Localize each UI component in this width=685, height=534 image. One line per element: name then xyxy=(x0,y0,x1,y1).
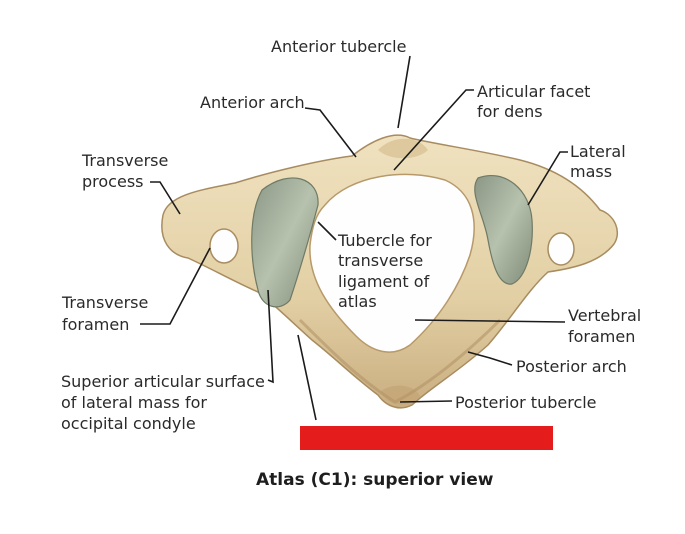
figure-caption: Atlas (C1): superior view xyxy=(256,470,494,490)
label-lateral-mass-line1: Lateral xyxy=(570,142,626,161)
label-posterior-tubercle: Posterior tubercle xyxy=(455,393,597,412)
label-superior-articular-line3: occipital condyle xyxy=(61,414,196,433)
label-articular-facet-line1: Articular facet xyxy=(477,82,590,101)
label-vertebral-foramen-line1: Vertebral xyxy=(568,306,641,325)
label-superior-articular-line1: Superior articular surface xyxy=(61,372,265,391)
label-transverse-foramen-line1: Transverse xyxy=(61,293,148,312)
label-tubercle-line2: transverse xyxy=(338,251,423,270)
label-transverse-foramen-line2: foramen xyxy=(62,315,129,334)
label-lateral-mass-line2: mass xyxy=(570,162,612,181)
label-transverse-process-line2: process xyxy=(82,172,143,191)
label-anterior-arch: Anterior arch xyxy=(200,93,305,112)
label-tubercle-line4: atlas xyxy=(338,292,377,311)
label-articular-facet-line2: for dens xyxy=(477,102,543,121)
labels: Anterior tubercle Anterior arch Articula… xyxy=(61,37,641,433)
label-tubercle-line1: Tubercle for xyxy=(337,231,432,250)
label-tubercle-line3: ligament of xyxy=(338,272,430,291)
label-posterior-arch: Posterior arch xyxy=(516,357,627,376)
label-vertebral-foramen-line2: foramen xyxy=(568,327,635,346)
label-superior-articular-line2: of lateral mass for xyxy=(61,393,207,412)
label-anterior-tubercle: Anterior tubercle xyxy=(271,37,406,56)
redaction-bar xyxy=(300,426,553,450)
label-transverse-process-line1: Transverse xyxy=(81,151,168,170)
leader-lines xyxy=(140,55,568,421)
atlas-bone xyxy=(161,134,619,409)
